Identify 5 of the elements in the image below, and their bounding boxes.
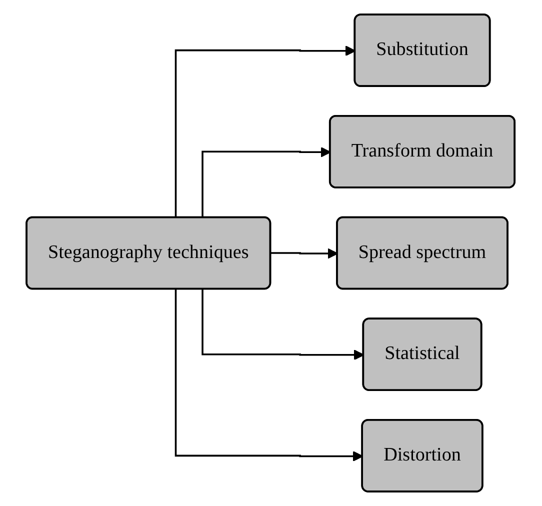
- arrow: [175, 289, 364, 462]
- arrow: [202, 289, 365, 360]
- arrow: [270, 248, 338, 259]
- arrow: [175, 46, 356, 218]
- arrow: [202, 146, 332, 218]
